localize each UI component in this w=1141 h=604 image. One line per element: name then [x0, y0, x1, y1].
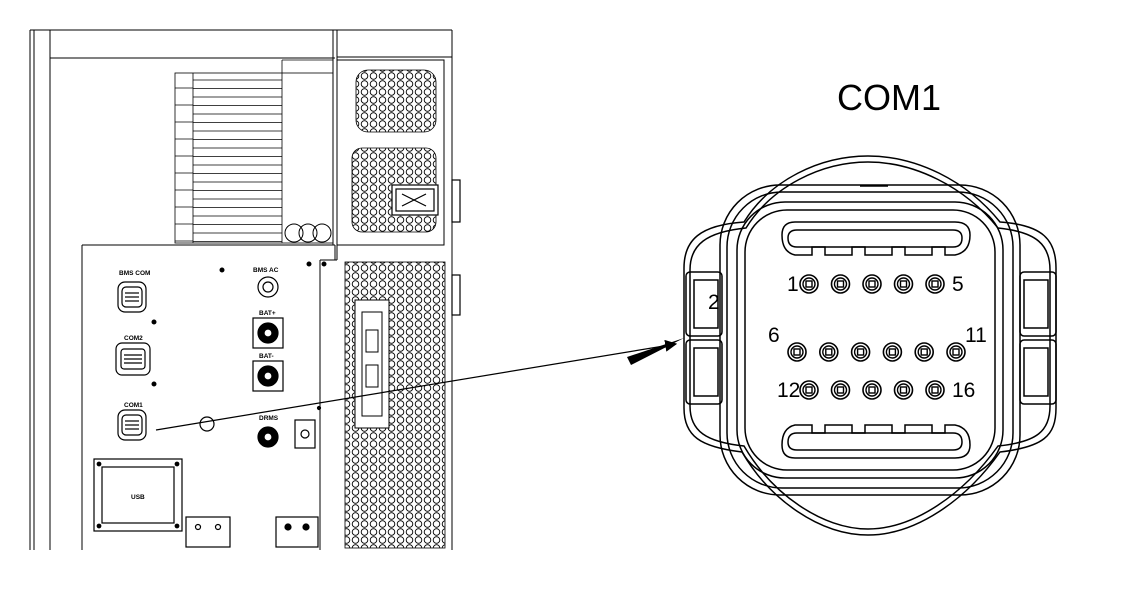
drms-label: DRMS: [259, 415, 279, 422]
pin-5-label: 5: [952, 273, 964, 296]
bottom-plates: [185, 516, 319, 548]
connector-panel: [81, 244, 338, 550]
pin-12-label: 12: [777, 379, 800, 402]
connector-pin: [830, 380, 851, 400]
drms-port: [199, 416, 279, 448]
bat-minus-label: BAT-: [259, 353, 274, 360]
pin-11-label: 11: [965, 324, 987, 347]
com1-title: COM1: [837, 77, 941, 118]
com1-connector: [683, 155, 1057, 536]
bat-plus-port: [252, 317, 284, 349]
bat-plus-label: BAT+: [259, 310, 276, 317]
arrow-head: [627, 338, 684, 365]
connector-pin: [799, 380, 819, 400]
heatsink-caps: [284, 223, 332, 243]
com2-label: COM2: [124, 335, 143, 342]
connector-pin: [882, 342, 903, 362]
bms-ac-label: BMS AC: [253, 267, 279, 274]
com1-small-label: COM1: [124, 402, 143, 409]
ac-switch: [391, 179, 461, 316]
pin-1-label: 1: [787, 273, 799, 296]
connector-pin: [818, 342, 839, 362]
bms-com-port: [117, 281, 147, 313]
pin-6-label: 6: [768, 324, 780, 347]
bms-ac-port: [257, 276, 279, 298]
connector-pin: [850, 342, 871, 362]
usb-port: [93, 458, 183, 532]
connector-pin: [925, 380, 945, 400]
pin-16-label: 16: [952, 379, 975, 402]
connector-pin: [787, 342, 807, 362]
connector-pin: [862, 274, 882, 294]
connector-pin: [893, 380, 914, 400]
connector-pin: [925, 274, 945, 294]
bat-minus-port: [252, 360, 284, 392]
pin-key-label: 2: [708, 291, 720, 314]
connector-pin: [799, 274, 819, 294]
com2-port: [115, 342, 151, 376]
connector-pin: [914, 342, 935, 362]
connector-pin: [946, 342, 966, 362]
pin-array: [787, 274, 966, 400]
com1-port: [117, 409, 147, 441]
pointer-arrow: [155, 339, 678, 431]
heatsink: [174, 59, 334, 244]
usb-label: USB: [131, 494, 145, 501]
connector-pin: [862, 380, 882, 400]
dc-plate: [354, 299, 390, 429]
connector-pin: [893, 274, 914, 294]
small-switch: [294, 405, 322, 449]
connector-pin: [830, 274, 851, 294]
bms-com-label: BMS COM: [119, 270, 150, 277]
